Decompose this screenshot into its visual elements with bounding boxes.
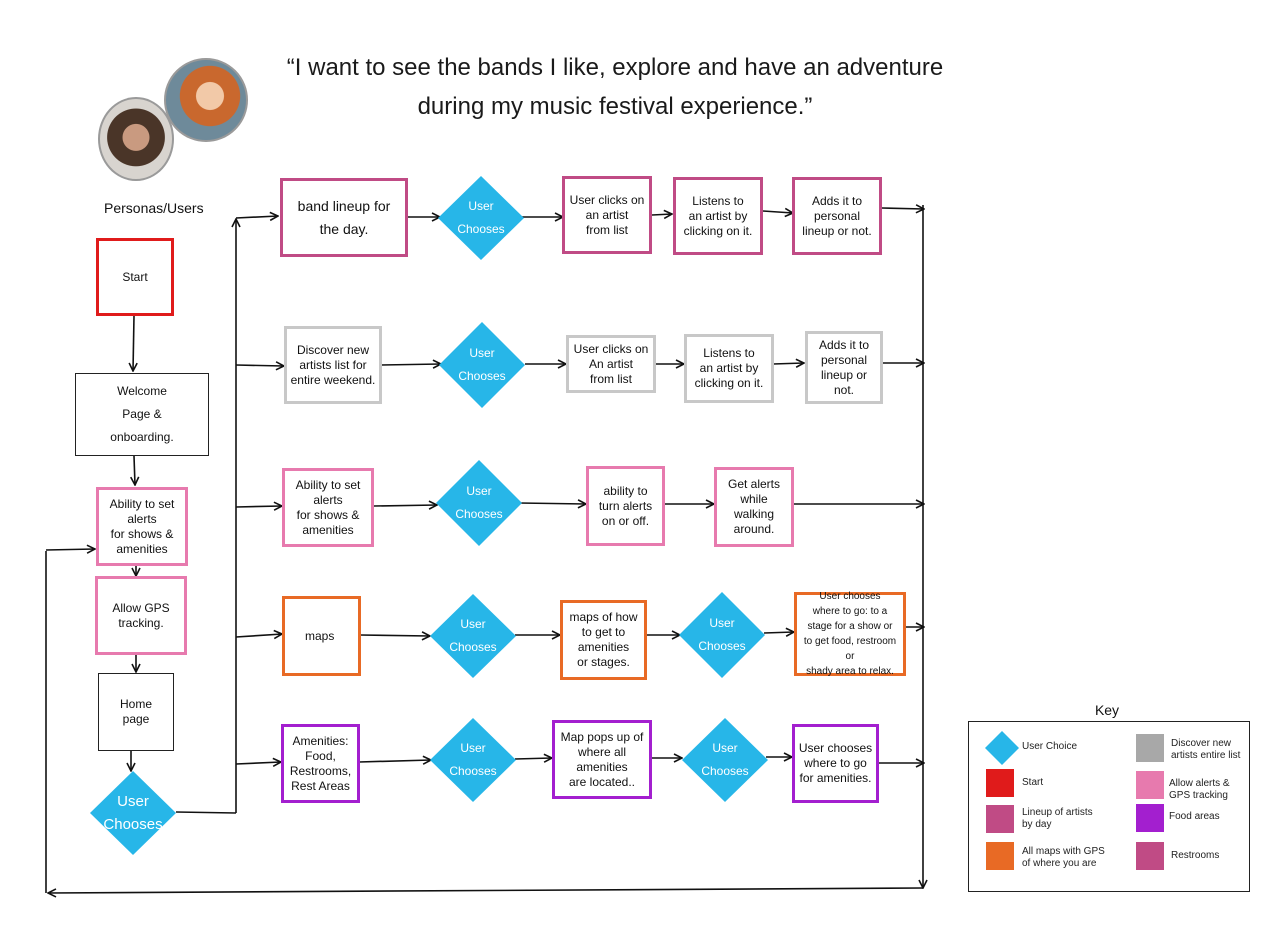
key-maps-swatch [986,842,1014,870]
r4-maps-node: maps [282,596,361,676]
r5-amenities-node: Amenities: Food, Restrooms, Rest Areas [281,724,360,803]
r1-lineup-node: band lineup for the day. [280,178,408,257]
allow-gps-node: Allow GPS tracking. [95,576,187,655]
r5-user-choice-2-diamond: User Chooses [682,718,768,802]
r2-user-choice-label: User Chooses [458,346,506,383]
key-discover-swatch [1136,734,1164,762]
key-lineup-label: Lineup of artists by day [1022,807,1093,830]
r5-user-choice-diamond: User Chooses [430,718,516,802]
r3-walking-alerts-node: Get alerts while walking around. [714,467,794,547]
key-start-swatch [986,769,1014,797]
r4-user-choice-2-label: User Chooses [698,616,746,653]
key-food-swatch [1136,804,1164,832]
r1-listen-node: Listens to an artist by clicking on it. [673,177,763,255]
r2-discover-node: Discover new artists list for entire wee… [284,326,382,404]
key-user-choice-label: User Choice [1022,741,1078,752]
persona-avatar-woman [164,58,248,142]
r4-user-choice-label: User Chooses [449,617,497,654]
key-title: Key [1094,702,1120,718]
welcome-node: Welcome Page & onboarding. [75,373,209,456]
r3-user-choice-label: User Chooses [455,484,503,521]
key-lineup-swatch [986,805,1014,833]
key-user-choice-swatch [985,731,1019,765]
r4-user-choice-2-diamond: User Chooses [679,592,765,678]
r5-user-choice-2-label: User Chooses [701,741,749,778]
main-user-choice-diamond: User Chooses [90,771,176,855]
r1-user-choice-diamond: User Chooses [438,176,524,260]
r1-click-artist-node: User clicks on an artist from list [562,176,652,254]
key-alerts-label: Allow alerts & GPS tracking [1169,778,1230,801]
r4-user-choice-diamond: User Chooses [430,594,516,678]
r3-toggle-alerts-node: ability to turn alerts on or off. [586,466,665,546]
key-maps-label: All maps with GPS of where you are [1022,846,1105,869]
r2-listen-node: Listens to an artist by clicking on it. [684,334,774,403]
r1-user-choice-label: User Chooses [457,199,505,236]
key-restrooms-label: Restrooms [1171,850,1220,861]
r3-alerts-node: Ability to set alerts for shows & amenit… [282,468,374,547]
main-user-choice-label: User Chooses [103,793,163,833]
key-alerts-swatch [1136,771,1164,799]
r5-user-choice-label: User Chooses [449,741,497,778]
r2-user-choice-diamond: User Chooses [439,322,525,408]
r1-add-lineup-node: Adds it to personal lineup or not. [792,177,882,255]
r4-where-to-go-node: User chooses where to go: to a stage for… [794,591,906,677]
home-page-node: Home page [98,673,174,751]
r4-howto-maps-node: maps of how to get to amenities or stage… [560,600,647,680]
key-discover-label: Discover new artists entire list [1171,738,1241,761]
key-food-label: Food areas [1169,811,1220,822]
start-node: Start [96,238,174,316]
r5-where-amenities-node: User chooses where to go for amenities. [792,724,879,803]
r3-user-choice-diamond: User Chooses [436,460,522,546]
personas-label: Personas/Users [104,200,204,216]
persona-avatar-man [98,97,174,181]
key-start-label: Start [1022,777,1044,788]
r5-map-popup-node: Map pops up of where all amenities are l… [552,720,652,799]
persona-quote: “I want to see the bands I like, explore… [286,54,944,120]
key-legend: User Choice Start Lineup of artists by d… [968,721,1250,892]
r2-click-artist-node: User clicks on An artist from list [566,335,656,393]
r2-add-lineup-node: Adds it to personal lineup or not. [805,331,883,404]
key-restrooms-swatch [1136,842,1164,870]
alerts-setup-node: Ability to set alerts for shows & amenit… [96,487,188,566]
